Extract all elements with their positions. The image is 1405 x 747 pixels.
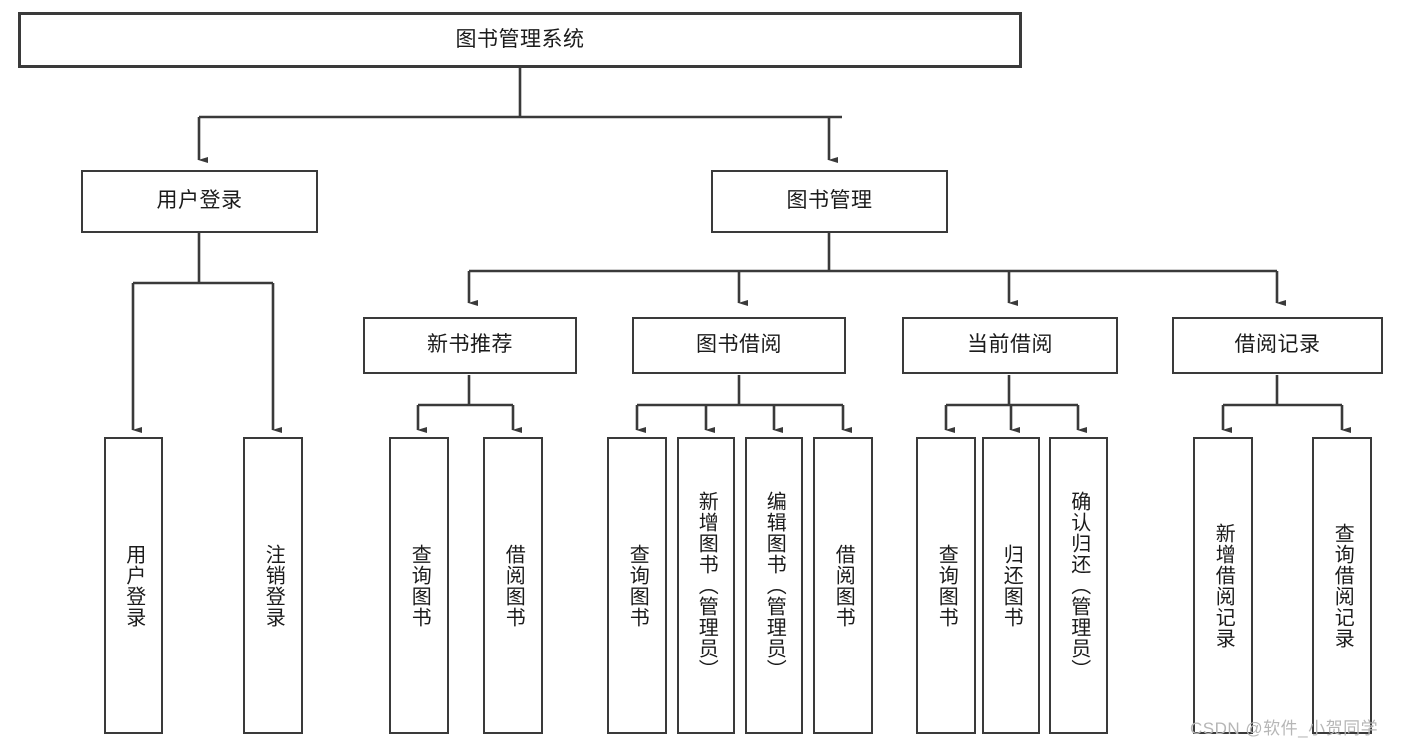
- node-current-borrow[interactable]: 当前借阅: [902, 317, 1118, 374]
- node-book-borrow-label: 图书借阅: [696, 333, 782, 357]
- node-leaf-query-book-1[interactable]: 查询图书: [389, 437, 449, 734]
- node-leaf-add-book-label: 新增图书（管理员）: [695, 491, 718, 680]
- node-leaf-add-record-label: 新增借阅记录: [1212, 522, 1235, 649]
- node-leaf-user-login-label: 用户登录: [122, 543, 145, 628]
- node-leaf-borrow-book-2-label: 借阅图书: [832, 543, 855, 628]
- node-borrow-record[interactable]: 借阅记录: [1172, 317, 1383, 374]
- node-leaf-add-record[interactable]: 新增借阅记录: [1193, 437, 1253, 734]
- node-new-book-recommend[interactable]: 新书推荐: [363, 317, 577, 374]
- node-root-label: 图书管理系统: [455, 27, 585, 51]
- node-leaf-query-record[interactable]: 查询借阅记录: [1312, 437, 1372, 734]
- node-new-book-recommend-label: 新书推荐: [427, 333, 513, 357]
- node-book-manage-label: 图书管理: [786, 189, 873, 213]
- node-leaf-borrow-book-2[interactable]: 借阅图书: [813, 437, 873, 734]
- node-leaf-query-book-1-label: 查询图书: [408, 543, 431, 628]
- node-leaf-return-book[interactable]: 归还图书: [982, 437, 1040, 734]
- node-leaf-query-book-2-label: 查询图书: [626, 543, 649, 628]
- node-current-borrow-label: 当前借阅: [967, 333, 1053, 357]
- node-leaf-query-book-2[interactable]: 查询图书: [607, 437, 667, 734]
- node-borrow-record-label: 借阅记录: [1234, 333, 1321, 357]
- node-leaf-borrow-book-1[interactable]: 借阅图书: [483, 437, 543, 734]
- node-user-login-label: 用户登录: [156, 189, 243, 213]
- node-leaf-query-record-label: 查询借阅记录: [1331, 522, 1354, 649]
- node-leaf-user-logout[interactable]: 注销登录: [243, 437, 303, 734]
- node-leaf-return-book-label: 归还图书: [1000, 543, 1023, 628]
- node-leaf-query-book-3-label: 查询图书: [935, 543, 958, 628]
- node-leaf-edit-book-label: 编辑图书（管理员）: [763, 491, 786, 680]
- node-book-borrow[interactable]: 图书借阅: [632, 317, 846, 374]
- node-leaf-borrow-book-1-label: 借阅图书: [502, 543, 525, 628]
- watermark-text: CSDN @软件_小贺同学: [1190, 719, 1379, 738]
- node-leaf-confirm-return-label: 确认归还（管理员）: [1067, 491, 1090, 680]
- node-leaf-user-login[interactable]: 用户登录: [104, 437, 163, 734]
- node-leaf-user-logout-label: 注销登录: [262, 543, 285, 628]
- node-leaf-add-book[interactable]: 新增图书（管理员）: [677, 437, 735, 734]
- node-user-login[interactable]: 用户登录: [81, 170, 318, 233]
- node-leaf-confirm-return[interactable]: 确认归还（管理员）: [1049, 437, 1108, 734]
- node-root[interactable]: 图书管理系统: [18, 12, 1022, 68]
- node-leaf-query-book-3[interactable]: 查询图书: [916, 437, 976, 734]
- node-book-manage[interactable]: 图书管理: [711, 170, 948, 233]
- node-leaf-edit-book[interactable]: 编辑图书（管理员）: [745, 437, 803, 734]
